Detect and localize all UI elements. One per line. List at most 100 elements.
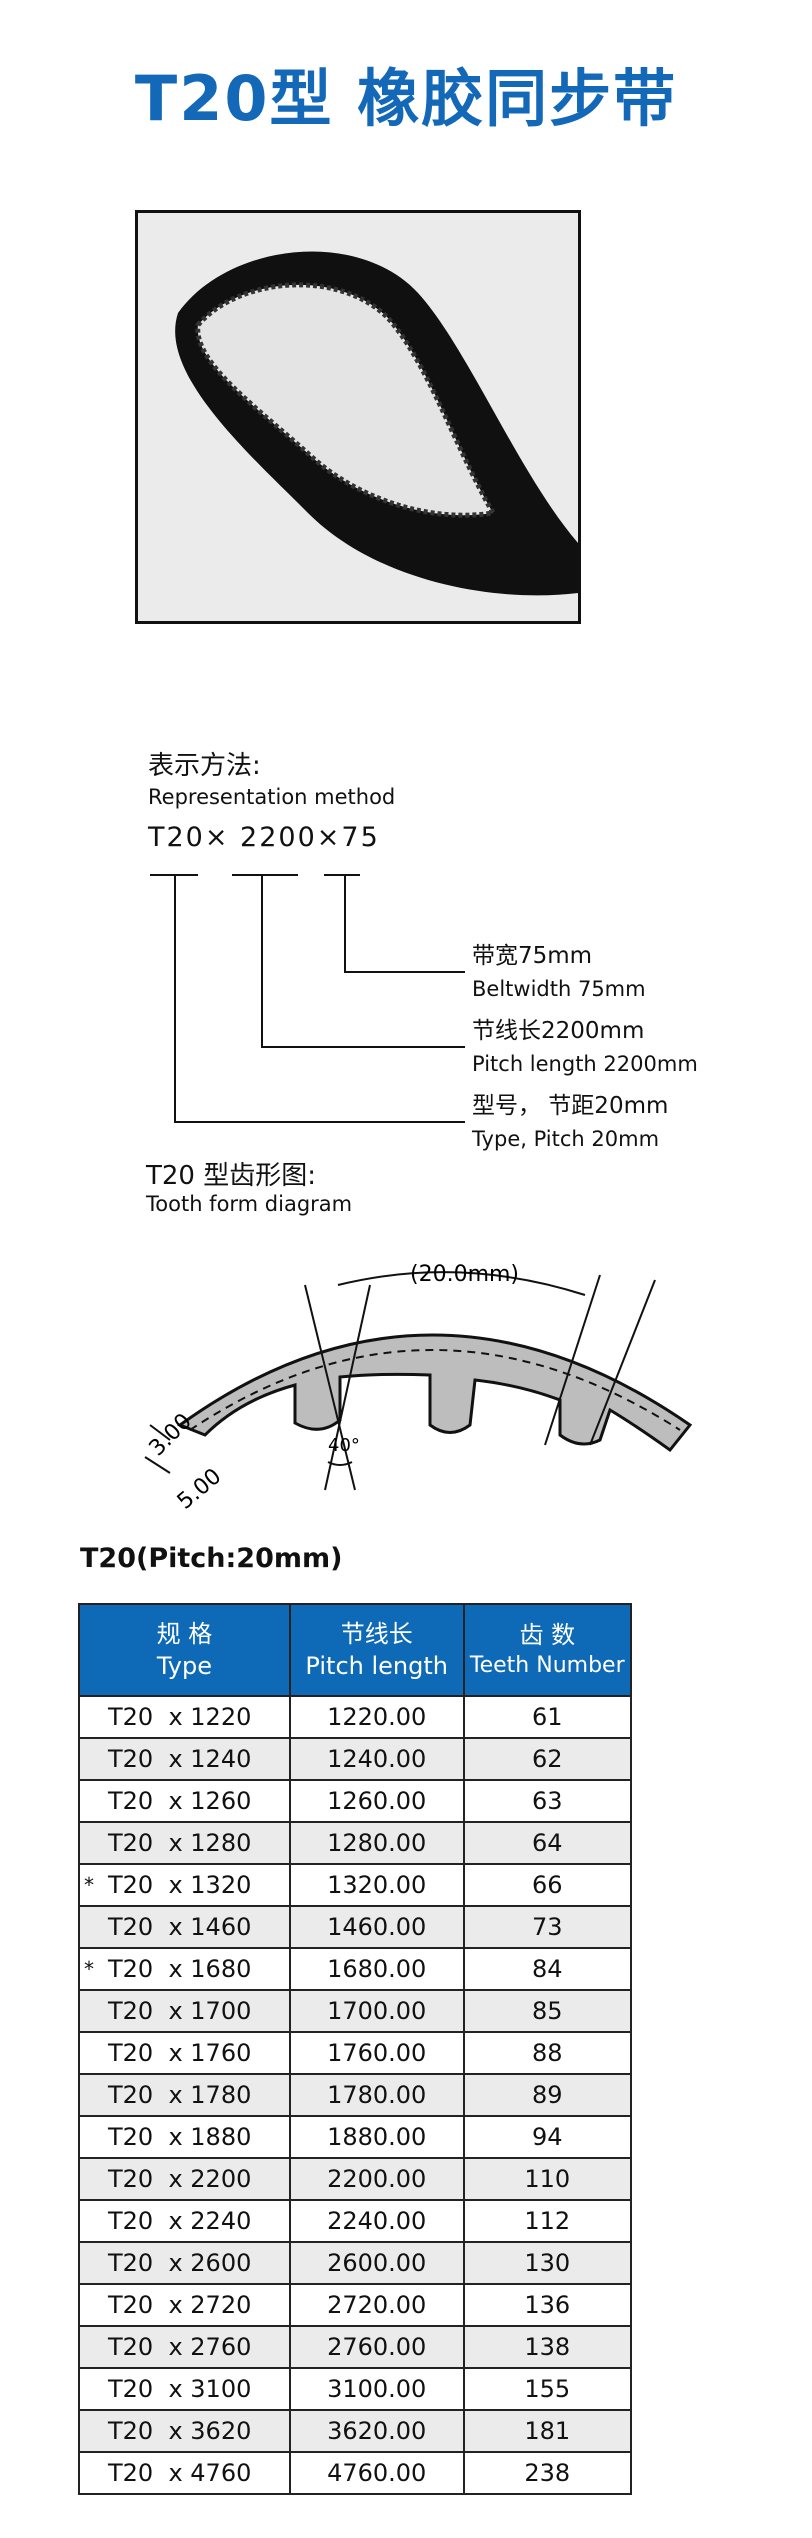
cell-pitch-length: 2240.00 <box>288 2199 465 2243</box>
dim-label-a: 3.00 <box>145 1409 197 1461</box>
header-teeth-number: 齿 数 Teeth Number <box>462 1603 633 1697</box>
cell-pitch-length: 1880.00 <box>288 2115 465 2159</box>
cell-pitch-length: 1460.00 <box>288 1905 465 1949</box>
cell-pitch-length: 1320.00 <box>288 1863 465 1907</box>
pitch-length-label-en: Pitch length 2200mm <box>472 1052 698 1076</box>
cell-teeth-number: 89 <box>462 2073 633 2117</box>
cell-type: * T20 x 1680 <box>78 1947 291 1991</box>
cell-type: T20 x 2240 <box>78 2199 291 2243</box>
cell-pitch-length: 1220.00 <box>288 1695 465 1739</box>
cell-pitch-length: 1760.00 <box>288 2031 465 2075</box>
spec-table: 规 格 Type 节线长 Pitch length 齿 数 Teeth Numb… <box>78 1603 633 2495</box>
type-value: T20 x 2720 <box>108 2291 252 2319</box>
cell-pitch-length: 3620.00 <box>288 2409 465 2453</box>
cell-teeth-number: 112 <box>462 2199 633 2243</box>
cell-teeth-number: 136 <box>462 2283 633 2327</box>
cell-type: * T20 x 1320 <box>78 1863 291 1907</box>
cell-pitch-length: 2200.00 <box>288 2157 465 2201</box>
cell-teeth-number: 110 <box>462 2157 633 2201</box>
belt-photo <box>135 210 581 624</box>
cell-teeth-number: 238 <box>462 2451 633 2495</box>
type-value: T20 x 1880 <box>108 2123 252 2151</box>
cell-type: T20 x 3620 <box>78 2409 291 2453</box>
dim-label-b: 5.00 <box>173 1464 227 1515</box>
type-value: T20 x 4760 <box>108 2459 252 2487</box>
cell-type: T20 x 3100 <box>78 2367 291 2411</box>
cell-pitch-length: 1780.00 <box>288 2073 465 2117</box>
cell-pitch-length: 1280.00 <box>288 1821 465 1865</box>
tooth-form-label-en: Tooth form diagram <box>146 1192 353 1216</box>
tooth-form-diagram: (20.0mm) 3.00 5.00 40° <box>130 1225 710 1529</box>
type-value: T20 x 2600 <box>108 2249 252 2277</box>
cell-type: T20 x 1240 <box>78 1737 291 1781</box>
cell-type: T20 x 1780 <box>78 2073 291 2117</box>
cell-teeth-number: 73 <box>462 1905 633 1949</box>
cell-type: T20 x 1460 <box>78 1905 291 1949</box>
cell-teeth-number: 85 <box>462 1989 633 2033</box>
cell-type: T20 x 4760 <box>78 2451 291 2495</box>
cell-pitch-length: 1260.00 <box>288 1779 465 1823</box>
cell-pitch-length: 3100.00 <box>288 2367 465 2411</box>
representation-label-cn: 表示方法: <box>148 751 261 781</box>
type-value: T20 x 2200 <box>108 2165 252 2193</box>
cell-teeth-number: 181 <box>462 2409 633 2453</box>
tooth-form-label-cn: T20 型齿形图: <box>146 1161 316 1191</box>
cell-pitch-length: 2600.00 <box>288 2241 465 2285</box>
cell-pitch-length: 1240.00 <box>288 1737 465 1781</box>
cell-type: T20 x 2760 <box>78 2325 291 2369</box>
cell-type: T20 x 1880 <box>78 2115 291 2159</box>
pitch-dimension: (20.0mm) <box>410 1262 519 1287</box>
cell-teeth-number: 62 <box>462 1737 633 1781</box>
type-value: T20 x 1220 <box>108 1703 252 1731</box>
header-pitch-length: 节线长 Pitch length <box>288 1603 465 1697</box>
header-type: 规 格 Type <box>78 1603 291 1697</box>
pitch-length-label-cn: 节线长2200mm <box>472 1018 645 1044</box>
type-value: T20 x 3620 <box>108 2417 252 2445</box>
cell-type: T20 x 2600 <box>78 2241 291 2285</box>
cell-teeth-number: 64 <box>462 1821 633 1865</box>
type-label-en: Type, Pitch 20mm <box>472 1127 660 1151</box>
page-title: T20型 橡胶同步带 <box>134 62 678 135</box>
representation-label-en: Representation method <box>148 785 396 809</box>
type-value: T20 x 1320 <box>108 1871 252 1899</box>
row-mark: * <box>84 1873 94 1897</box>
cell-teeth-number: 138 <box>462 2325 633 2369</box>
cell-type: T20 x 1220 <box>78 1695 291 1739</box>
representation-leader-lines <box>150 874 465 1123</box>
cell-teeth-number: 88 <box>462 2031 633 2075</box>
type-value: T20 x 1460 <box>108 1913 252 1941</box>
type-value: T20 x 1680 <box>108 1955 252 1983</box>
cell-pitch-length: 1680.00 <box>288 1947 465 1991</box>
cell-teeth-number: 84 <box>462 1947 633 1991</box>
cell-teeth-number: 66 <box>462 1863 633 1907</box>
cell-type: T20 x 1760 <box>78 2031 291 2075</box>
angle-label: 40° <box>328 1435 360 1456</box>
table-header-row: 规 格 Type 节线长 Pitch length 齿 数 Teeth Numb… <box>78 1603 633 1697</box>
type-value: T20 x 2240 <box>108 2207 252 2235</box>
beltwidth-label-cn: 带宽75mm <box>472 943 593 969</box>
cell-teeth-number: 61 <box>462 1695 633 1739</box>
cell-pitch-length: 1700.00 <box>288 1989 465 2033</box>
cell-type: T20 x 2720 <box>78 2283 291 2327</box>
row-mark: * <box>84 1957 94 1981</box>
type-value: T20 x 2760 <box>108 2333 252 2361</box>
type-value: T20 x 1760 <box>108 2039 252 2067</box>
type-value: T20 x 1240 <box>108 1745 252 1773</box>
type-value: T20 x 1700 <box>108 1997 252 2025</box>
type-value: T20 x 3100 <box>108 2375 252 2403</box>
